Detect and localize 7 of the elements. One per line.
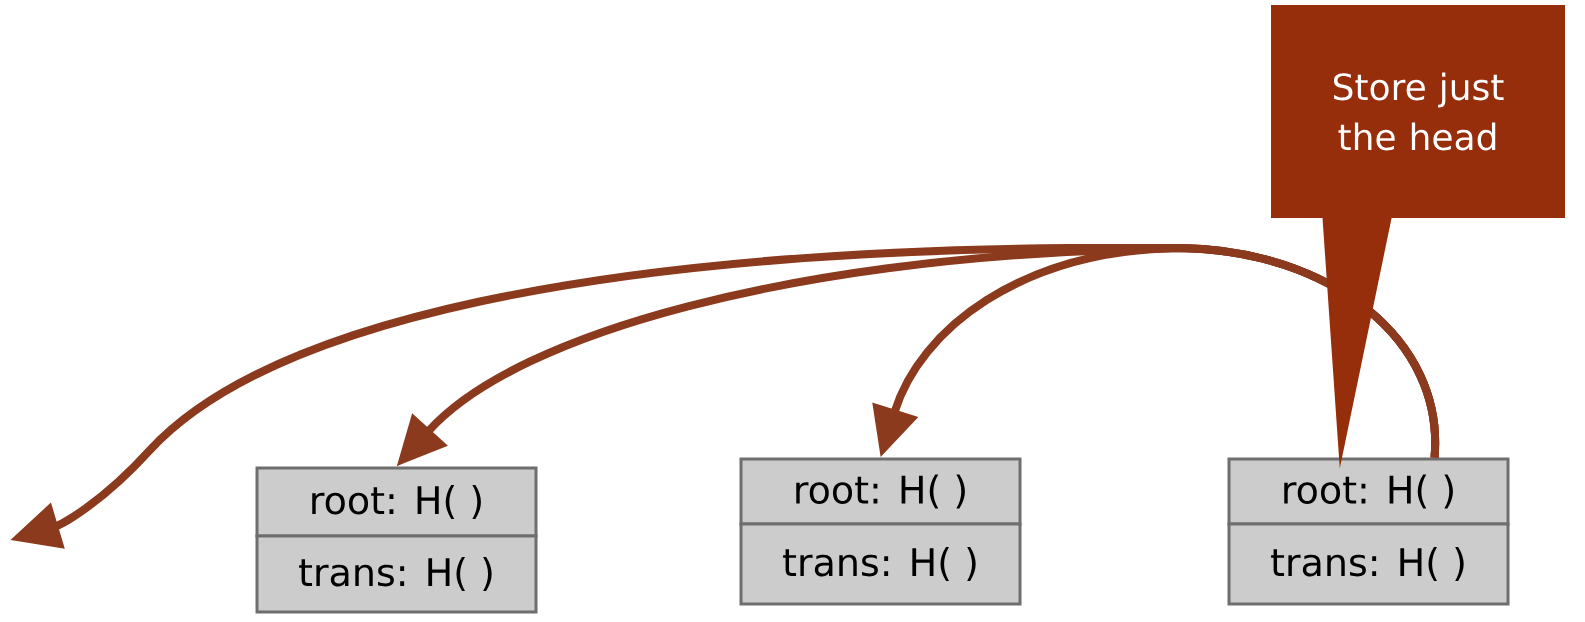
table-cell: root: H( ) xyxy=(255,466,538,538)
table-cell: trans: H( ) xyxy=(739,522,1022,606)
table-cell: root: H( ) xyxy=(1227,457,1510,526)
table-cell: trans: H( ) xyxy=(255,534,538,614)
table-cell: trans: H( ) xyxy=(1227,522,1510,606)
callout-box: Store just the head xyxy=(1271,5,1565,218)
table-cell: root: H( ) xyxy=(739,457,1022,526)
